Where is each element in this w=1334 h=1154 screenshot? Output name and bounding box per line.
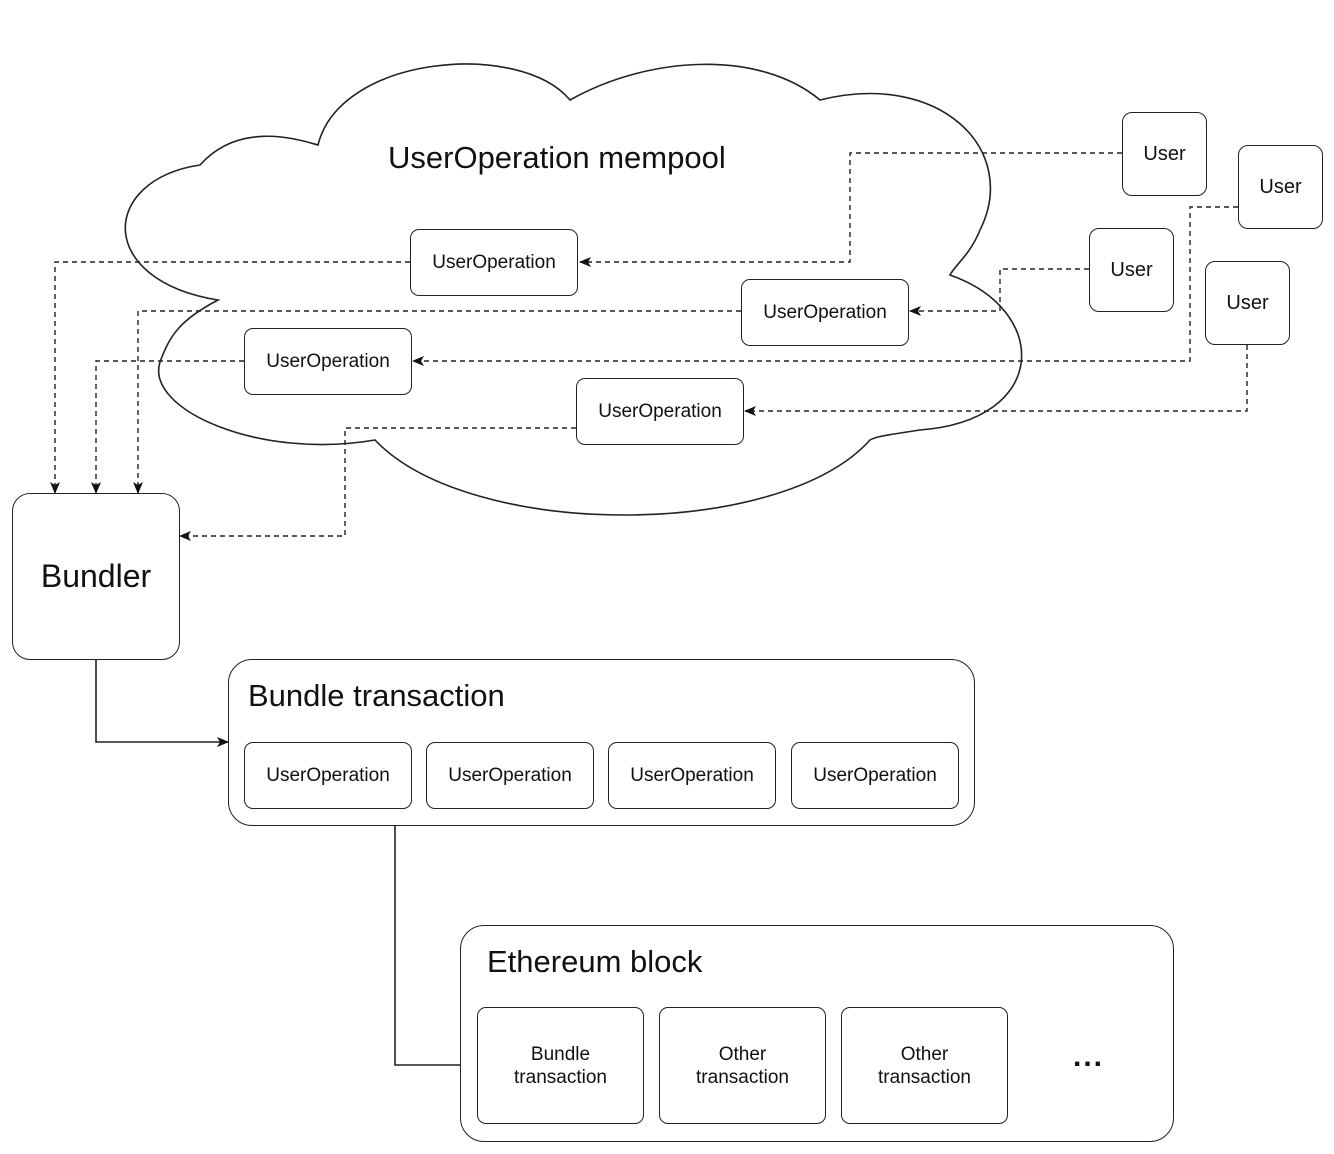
edge-userop1-to-bundler xyxy=(50,261,410,494)
edge-user3-to-userop2 xyxy=(909,268,1089,316)
edge-bundler-to-bundle-transaction xyxy=(95,660,229,747)
bundle-userop-2[interactable]: UserOperation xyxy=(426,742,594,809)
block-bundle-transaction[interactable]: Bundle transaction xyxy=(477,1007,644,1124)
bundler-box[interactable]: Bundler xyxy=(12,493,180,660)
bundle-transaction-title: Bundle transaction xyxy=(248,678,505,713)
bundle-userop-3[interactable]: UserOperation xyxy=(608,742,776,809)
edge-user4-to-userop4 xyxy=(744,345,1248,416)
mempool-userop-4[interactable]: UserOperation xyxy=(576,378,744,445)
mempool-userop-3[interactable]: UserOperation xyxy=(244,328,412,395)
user-4[interactable]: User xyxy=(1205,261,1290,345)
ethereum-block-title: Ethereum block xyxy=(487,944,703,979)
edge-bundle-transaction-to-block xyxy=(394,826,478,1070)
mempool-title: UserOperation mempool xyxy=(388,140,726,175)
bundle-userop-4[interactable]: UserOperation xyxy=(791,742,959,809)
mempool-userop-2[interactable]: UserOperation xyxy=(741,279,909,346)
block-other-transaction-2[interactable]: Other transaction xyxy=(841,1007,1008,1124)
bundle-userop-1[interactable]: UserOperation xyxy=(244,742,412,809)
block-other-transaction-1[interactable]: Other transaction xyxy=(659,1007,826,1124)
user-1[interactable]: User xyxy=(1122,112,1207,196)
edge-user1-to-userop1 xyxy=(579,152,1122,267)
user-3[interactable]: User xyxy=(1089,228,1174,312)
block-ellipsis: ... xyxy=(1073,1040,1105,1073)
mempool-userop-1[interactable]: UserOperation xyxy=(410,229,578,296)
edge-userop3-to-bundler xyxy=(91,360,244,494)
edge-userop2-to-bundler xyxy=(133,310,741,494)
user-2[interactable]: User xyxy=(1238,145,1323,229)
